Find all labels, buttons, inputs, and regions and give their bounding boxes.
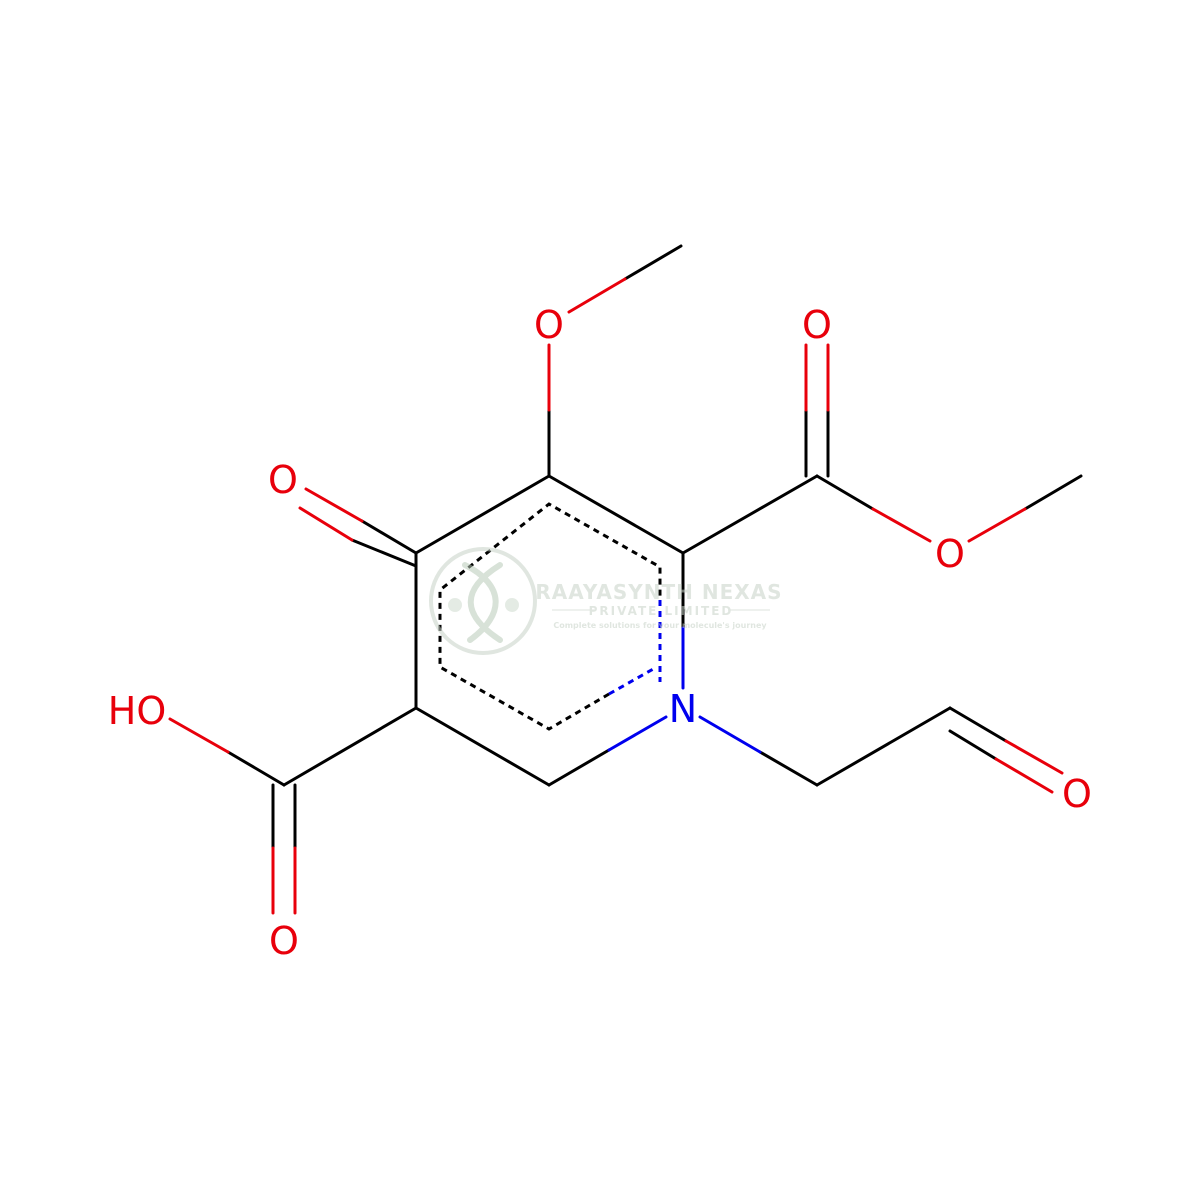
bond-c6-n [547, 748, 611, 787]
bond-n-c6-blue [607, 715, 668, 752]
watermark: RAAYASYNTH NEXAS PRIVATE LIMITED Complet… [429, 547, 782, 655]
bond-cho-o-red-1 [1004, 739, 1064, 775]
bond-ketone-1 [360, 519, 418, 555]
aromatic-dash-black [438, 502, 662, 731]
atom-o-ester: O [935, 532, 965, 576]
atom-labels: O O O O HO O N O [108, 303, 1092, 963]
bond-ketone-red-2 [298, 506, 354, 542]
atom-o-acid-carbonyl: O [269, 919, 299, 963]
bond-c5-acid-c [282, 706, 418, 787]
atom-o-ketone: O [268, 458, 298, 502]
aromatic-dash-n-2 [608, 666, 656, 696]
dna-helix-icon [448, 562, 519, 643]
atom-o-ester-carbonyl: O [802, 303, 832, 347]
watermark-logo-ring [429, 547, 537, 655]
bond-cho-o-2 [948, 729, 998, 761]
bond-group [226, 244, 1083, 850]
atom-oh-acid: HO [108, 689, 166, 733]
watermark-name: RAAYASYNTH NEXAS [535, 580, 782, 604]
bond-acid-oh-red [168, 717, 230, 754]
bond-ch2-cho [815, 706, 952, 787]
atom-n-ring: N [669, 687, 697, 731]
bond-ester-c-o [815, 474, 875, 511]
bond-c3-c4 [414, 474, 551, 555]
watermark-subtitle: PRIVATE LIMITED [589, 604, 734, 618]
bond-ketone-2 [350, 538, 418, 568]
atom-o-methoxy: O [534, 303, 564, 347]
bond-n-ch2-blue [698, 715, 762, 754]
bond-c2-ester-c [681, 474, 819, 555]
bond-ester-methyl [1023, 474, 1083, 511]
bond-c3-c2 [547, 474, 685, 555]
bond-ester-methyl-red [967, 507, 1027, 543]
bond-ketone-red-1 [304, 487, 364, 523]
watermark-tagline: Complete solutions for your molecule's j… [553, 621, 767, 630]
bond-c5-c6 [414, 706, 551, 787]
bond-cho-o-1 [948, 706, 1008, 743]
bond-o-methyl-red [567, 277, 627, 314]
atom-o-aldehyde: O [1062, 772, 1092, 816]
bond-acid-c-oh [226, 750, 286, 787]
bond-n-ch2-b [758, 750, 819, 787]
bond-cho-o-red-2 [994, 757, 1054, 794]
aromatic-ring-dashes [438, 502, 662, 731]
bond-o-methyl [623, 244, 683, 281]
hetero-bond-group [168, 277, 1064, 915]
bond-ester-o-red [871, 507, 932, 543]
